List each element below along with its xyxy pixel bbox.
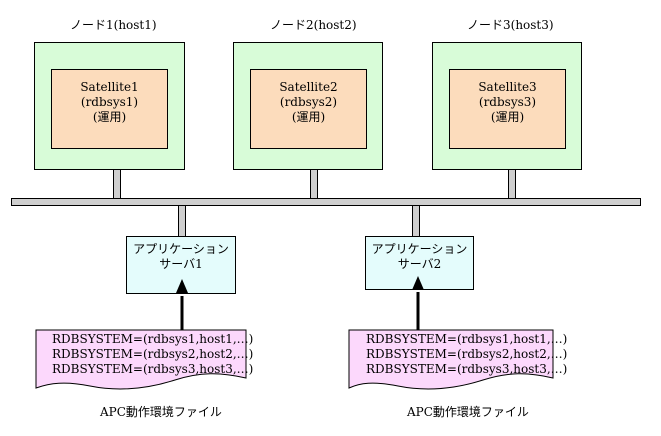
satellite2-status: (運用) <box>291 110 326 124</box>
app2-connector <box>412 206 420 236</box>
satellite1-box: Satellite1 (rdbsys1) (運用) <box>51 69 168 149</box>
node3-title: ノード3(host3) <box>467 18 554 32</box>
env-file1-label: APC動作環境ファイル <box>100 405 222 419</box>
arrowhead1-icon <box>176 279 188 293</box>
node2-title: ノード2(host2) <box>270 18 357 32</box>
satellite1-status: (運用) <box>92 110 127 124</box>
node2-box: Satellite2 (rdbsys2) (運用) <box>233 42 383 170</box>
node1-connector <box>113 170 121 199</box>
node1-box: Satellite1 (rdbsys1) (運用) <box>34 42 185 170</box>
satellite1-name: Satellite1 (rdbsys1) <box>80 80 139 109</box>
satellite3-status: (運用) <box>490 110 525 124</box>
satellite2-name: Satellite2 (rdbsys2) <box>279 80 338 109</box>
env-file1-line2: RDBSYSTEM=(rdbsys2,host2,…) <box>52 347 254 361</box>
node3-connector <box>508 170 516 199</box>
satellite3-name: Satellite3 (rdbsys3) <box>478 80 537 109</box>
app-server2-line2: サーバ2 <box>397 257 442 271</box>
app1-connector <box>178 206 186 236</box>
satellite3-box: Satellite3 (rdbsys3) (運用) <box>449 69 566 149</box>
arrowhead2-icon <box>412 276 424 290</box>
env-file1-content: RDBSYSTEM=(rdbsys1,host1,…) RDBSYSTEM=(r… <box>52 332 253 377</box>
env-file2-line1: RDBSYSTEM=(rdbsys1,host1,…) <box>366 332 568 346</box>
app-server1-line1: アプリケーション <box>133 242 229 256</box>
node1-title: ノード1(host1) <box>70 18 157 32</box>
env-file1-line1: RDBSYSTEM=(rdbsys1,host1,…) <box>52 332 254 346</box>
env-file2-line2: RDBSYSTEM=(rdbsys2,host2,…) <box>366 347 568 361</box>
satellite2-box: Satellite2 (rdbsys2) (運用) <box>250 69 367 149</box>
node2-connector <box>310 170 318 199</box>
env-file2-document-icon <box>348 329 554 390</box>
network-bus <box>11 198 641 206</box>
env-file1-line3: RDBSYSTEM=(rdbsys3,host3,…) <box>52 362 254 376</box>
env-file2-label: APC動作環境ファイル <box>407 405 529 419</box>
env-file2-line3: RDBSYSTEM=(rdbsys3,host3,…) <box>366 362 568 376</box>
env-file2-content: RDBSYSTEM=(rdbsys1,host1,…) RDBSYSTEM=(r… <box>366 332 567 377</box>
node3-box: Satellite3 (rdbsys3) (運用) <box>432 42 582 170</box>
app-server2-line1: アプリケーション <box>371 242 468 256</box>
app-server1-line2: サーバ1 <box>159 257 203 271</box>
env-file1-document-icon <box>35 329 247 390</box>
